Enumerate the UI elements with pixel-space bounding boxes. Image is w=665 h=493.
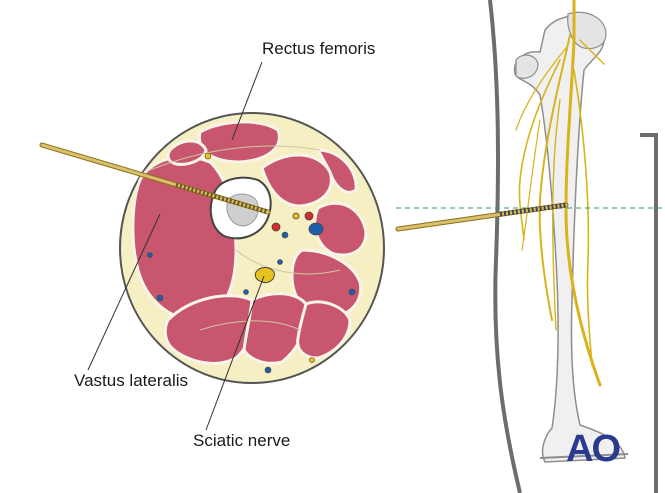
- vessel-small-6: [277, 259, 283, 265]
- label-rectus-femoris: Rectus femoris: [262, 39, 376, 58]
- leader-rectus-femoris: [231, 61, 263, 141]
- ao-logo: AO: [566, 428, 621, 470]
- cross-section: [119, 112, 385, 384]
- femoral-artery-2: [304, 211, 314, 221]
- leader-lines: [87, 61, 265, 431]
- vessel-small-2: [156, 294, 164, 302]
- femoral-artery: [271, 222, 281, 232]
- pin-lateral-view: [395, 202, 569, 232]
- nerve-small-2: [309, 357, 315, 363]
- femoral-head: [567, 11, 607, 50]
- leader-vastus-lateralis: [87, 213, 161, 371]
- vessel-small-7: [243, 289, 249, 295]
- hamstring-muscle-mid: [242, 292, 309, 365]
- nerve-small-1: [204, 152, 212, 160]
- leg-illustration: [488, 0, 658, 493]
- fascia-lines: [149, 145, 341, 331]
- pin-cross-section-view: [39, 142, 271, 215]
- femoral-vein: [308, 222, 324, 236]
- label-vastus-lateralis: Vastus lateralis: [74, 371, 189, 390]
- hamstring-muscle-left: [163, 294, 256, 365]
- rectus-femoris-muscle: [197, 120, 281, 164]
- vastus-intermedius-muscle: [260, 153, 333, 208]
- vastus-medialis-muscle: [316, 148, 358, 194]
- femur-bone: [513, 14, 626, 463]
- femoral-condyle-base: [539, 453, 629, 459]
- sciatic-nerve-section: [254, 267, 275, 283]
- femoral-vessels: [147, 152, 356, 374]
- sciatic-nerve-branches: [515, 0, 605, 387]
- tensor-muscle: [166, 139, 208, 166]
- saphenous-nerve: [292, 212, 300, 220]
- leader-sciatic-nerve: [205, 275, 265, 431]
- hamstring-muscle-right: [296, 300, 352, 360]
- vessel-small-5: [147, 252, 153, 258]
- label-sciatic-nerve: Sciatic nerve: [193, 431, 291, 450]
- lesser-trochanter: [515, 54, 539, 79]
- vessel-small-1: [281, 231, 289, 239]
- vessel-small-4: [264, 366, 272, 374]
- adductor-muscle-upper: [313, 201, 368, 257]
- leg-outline-right: [640, 133, 658, 493]
- vessel-small-3: [348, 288, 356, 296]
- leg-outline-left: [488, 0, 522, 493]
- femur-cross-section: [209, 176, 272, 240]
